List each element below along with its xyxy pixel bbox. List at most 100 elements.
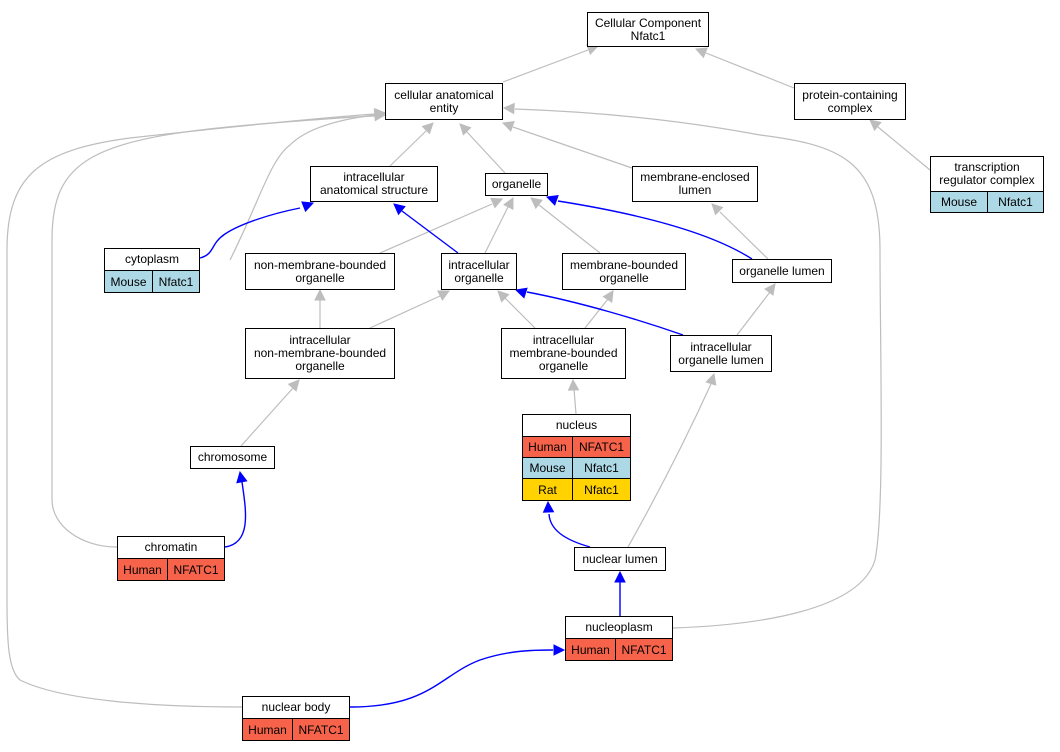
arrowhead-ias-to-cae: [421, 122, 434, 135]
edge-pcc-to-root: [705, 52, 795, 89]
species-cell: Human: [565, 638, 616, 661]
node-label: nuclear lumen: [582, 551, 658, 566]
arrowhead-np-to-cae: [502, 102, 515, 115]
node-chromatin: chromatin: [117, 536, 225, 559]
node-protein-containing-complex: protein-containing complex: [794, 83, 906, 120]
edge-chromatin-to-chromosome: [224, 481, 247, 548]
arrowhead-chromosome-to-inmbo: [287, 379, 300, 392]
node-label: cytoplasm: [124, 252, 180, 266]
arrowhead-inmbo-to-nmbo: [314, 288, 326, 301]
arrowhead-trc-to-pcc: [869, 119, 882, 132]
gene-cell: Nfatc1: [573, 479, 631, 501]
arrowhead-np-to-nl: [614, 570, 626, 583]
arrowhead-mel-to-cae: [501, 121, 515, 132]
node-label: lumen: [678, 183, 712, 197]
annotation-table: Human NFATC1: [117, 558, 225, 581]
edge-mel-to-cae: [512, 126, 633, 169]
species-cell: Human: [117, 558, 168, 581]
node-label: membrane-bounded: [509, 346, 618, 360]
edge-iol-to-ol: [736, 291, 771, 336]
arrowhead-nb-to-np: [553, 644, 566, 656]
node-label: organelle: [491, 177, 542, 191]
node-chromosome: chromosome: [190, 446, 275, 469]
node-label: anatomical structure: [319, 183, 429, 197]
edge-mbo-to-organelle: [538, 204, 601, 254]
arrowhead-io-to-ias: [393, 203, 406, 216]
edge-ol-to-mel: [719, 211, 769, 260]
species-cell: Rat: [522, 479, 573, 501]
node-label: Cellular Component: [594, 15, 702, 30]
node-label: intracellular: [690, 339, 752, 354]
annotation-table: Mouse Nfatc1: [930, 191, 1044, 213]
edge-nmbo-to-organelle: [379, 203, 493, 254]
arrowhead-nl-to-iol: [705, 372, 717, 386]
node-label: organelle: [538, 359, 589, 373]
node-nucleus: nucleus: [522, 414, 631, 437]
edge-ias-to-cae: [389, 130, 427, 167]
edge-imbo-to-io: [504, 297, 536, 329]
gene-cell: Nfatc1: [153, 270, 200, 293]
gene-cell: NFATC1: [168, 558, 225, 581]
edge-cae-to-root: [502, 49, 589, 83]
node-label: intracellular: [289, 333, 351, 347]
arrowhead-iol-to-ol: [764, 283, 776, 296]
node-label: nucleus: [555, 418, 598, 432]
gene-cell: NFATC1: [616, 638, 673, 661]
node-label: intracellular: [448, 257, 510, 272]
node-intracellular-organelle: intracellular organelle: [441, 253, 517, 290]
node-label: non-membrane-bounded: [253, 257, 387, 272]
edge-io-to-organelle: [484, 206, 509, 254]
node-intracellular-membrane-bounded-organelle: intracellular membrane-bounded organelle: [501, 328, 626, 379]
edge-ol-to-organelle: [557, 200, 753, 260]
node-organelle: organelle: [485, 173, 548, 196]
arrowhead-inmbo-to-io: [437, 290, 450, 301]
gene-cell: NFATC1: [573, 436, 631, 458]
gene-cell: NFATC1: [293, 718, 350, 741]
arrowhead-ol-to-organelle: [545, 195, 559, 206]
node-label: protein-containing: [802, 87, 898, 102]
edge-organelle-to-cae: [466, 131, 506, 174]
arrowhead-nmbo-to-organelle: [490, 197, 504, 209]
edge-iol-to-io: [526, 291, 684, 336]
edge-nl-to-nucleus: [548, 513, 591, 548]
species-cell: Mouse: [930, 191, 988, 213]
edge-imbo-to-mbo: [584, 298, 609, 329]
arrowhead-io-to-organelle: [503, 197, 514, 210]
arrowhead-nl-to-nucleus: [542, 500, 555, 513]
node-label: transcription: [954, 160, 1020, 174]
annotation-table: Rat Nfatc1: [522, 479, 631, 501]
edge-trc-to-pcc: [877, 126, 931, 171]
node-intracellular-anatomical-structure: intracellular anatomical structure: [310, 166, 438, 202]
node-label: nuclear body: [261, 700, 331, 714]
edge-cytoplasm-to-ias: [199, 207, 301, 259]
node-label: regulator complex: [939, 173, 1035, 187]
node-label: Nfatc1: [630, 28, 666, 43]
arrowhead-chromatin-to-chromosome: [236, 470, 248, 484]
edge-np-to-cae: [514, 108, 882, 629]
node-cellular-component-nfatc1: Cellular Component Nfatc1: [587, 12, 709, 47]
node-nuclear-lumen: nuclear lumen: [574, 547, 666, 571]
node-label: chromatin: [144, 540, 198, 554]
annotation-table: Mouse Nfatc1: [104, 270, 200, 293]
edge-io-to-ias: [401, 210, 459, 254]
node-nuclear-body: nuclear body: [242, 696, 350, 719]
annotation-table: Human NFATC1: [565, 638, 673, 661]
node-label: intracellular: [343, 170, 405, 184]
node-nucleoplasm: nucleoplasm: [565, 616, 673, 639]
edge-nb-to-cae: [6, 113, 376, 708]
node-label: chromosome: [197, 450, 268, 464]
annotation-table: Human NFATC1: [242, 718, 350, 741]
edge-nl-to-iol: [627, 383, 712, 548]
gene-cell: Nfatc1: [573, 458, 631, 479]
species-cell: Human: [522, 436, 573, 458]
node-cellular-anatomical-entity: cellular anatomical entity: [385, 83, 503, 120]
edge-cytoplasm-to-cae: [229, 114, 376, 261]
arrowhead-nb-to-cae: [374, 107, 387, 120]
node-label: entity: [429, 100, 459, 115]
arrowhead-iol-to-io: [514, 287, 528, 299]
node-membrane-enclosed-lumen: membrane-enclosed lumen: [632, 166, 758, 202]
node-intracellular-organelle-lumen: intracellular organelle lumen: [670, 335, 772, 372]
node-label: organelle: [454, 270, 504, 285]
node-label: membrane-enclosed: [640, 170, 750, 184]
node-label: complex: [827, 100, 873, 115]
